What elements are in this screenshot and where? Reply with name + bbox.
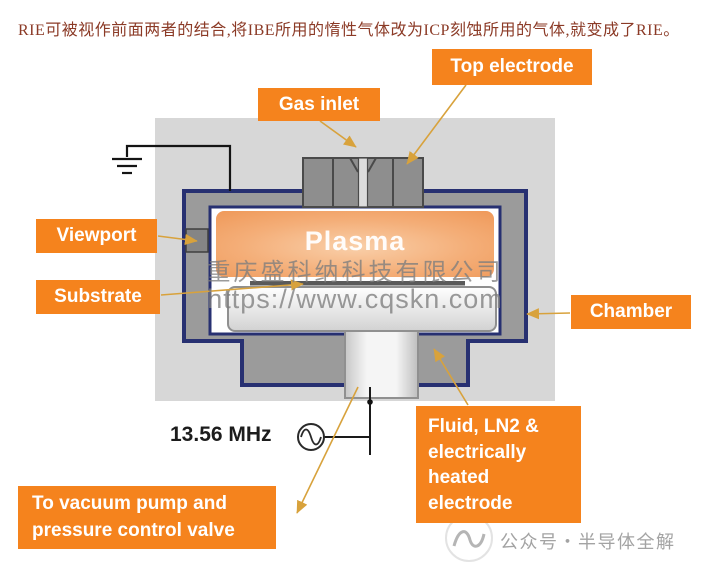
label-fluid-electrode: Fluid, LN2 & electrically heated electro… <box>416 406 581 523</box>
watermark-company: 重庆盛科纳科技有限公司 <box>206 260 504 286</box>
caption-text: RIE可被视作前面两者的结合,将IBE所用的惰性气体改为ICP刻蚀所用的气体,就… <box>18 22 680 39</box>
ground-symbol <box>112 144 232 191</box>
connector-vacuum-pump <box>296 386 359 514</box>
plasma-label: Plasma <box>304 226 406 256</box>
connector-viewport <box>157 233 198 246</box>
label-vacuum-pump: To vacuum pump and pressure control valv… <box>18 486 276 549</box>
rf-source-icon <box>297 387 373 455</box>
label-substrate: Substrate <box>36 280 160 314</box>
connector-gas-inlet <box>319 120 357 148</box>
plasma-region <box>216 211 494 277</box>
label-chamber: Chamber <box>571 295 691 329</box>
sine-wave-icon <box>300 428 322 446</box>
connector-chamber <box>526 308 571 320</box>
connector-fluid-electrode <box>433 348 469 406</box>
watermark-url: https://www.cqskn.com <box>207 284 503 314</box>
electrode-pedestal <box>344 330 419 399</box>
label-viewport: Viewport <box>36 219 157 253</box>
label-gas-inlet: Gas inlet <box>258 88 380 121</box>
frequency-label: 13.56 MHz <box>170 423 272 446</box>
gas-funnel <box>349 157 377 173</box>
top-electrode-block <box>302 157 424 208</box>
wechat-account-name: 公众号・半导体全解 <box>500 532 676 552</box>
label-top-electrode: Top electrode <box>432 49 592 85</box>
gas-channel <box>357 157 369 208</box>
connector-top-electrode <box>406 84 467 165</box>
substrate-strip <box>250 281 465 286</box>
connector-substrate <box>160 279 304 296</box>
